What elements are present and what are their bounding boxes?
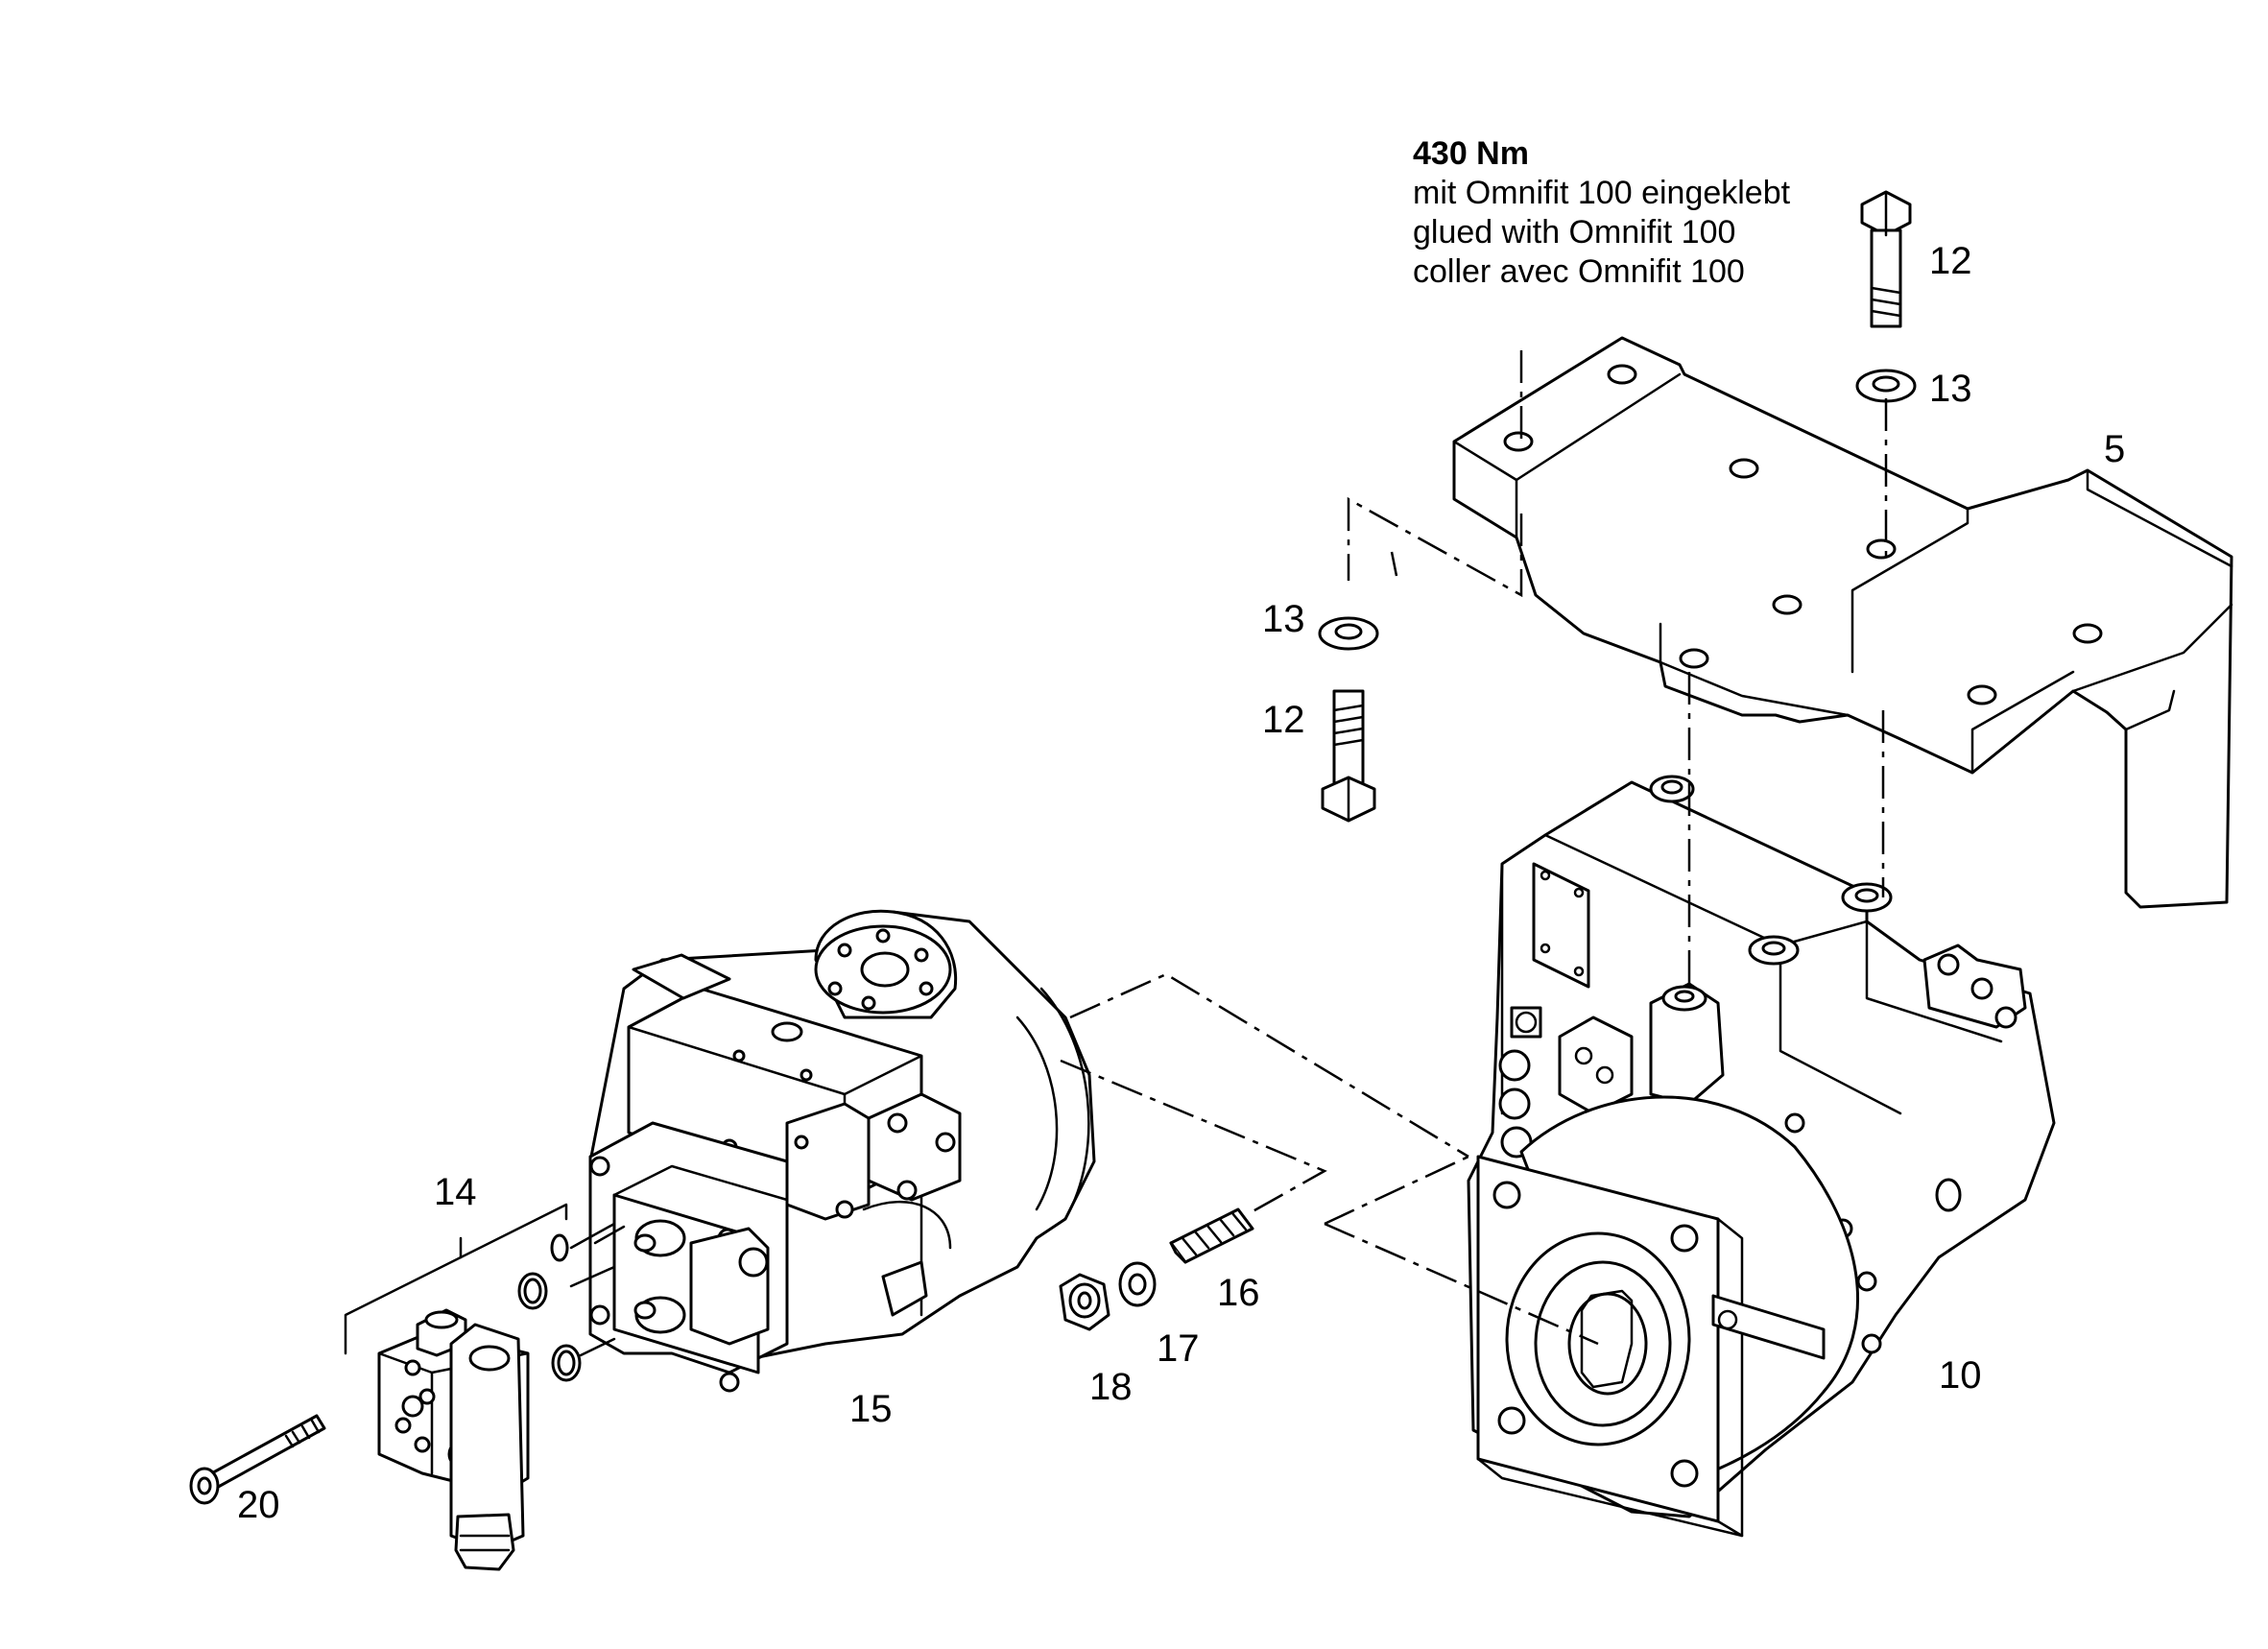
callout-20: 20	[237, 1484, 280, 1526]
seal-kit-part-14	[344, 1203, 626, 1382]
callout-15: 15	[849, 1388, 893, 1430]
callout-17: 17	[1157, 1327, 1200, 1370]
bolt-part-20	[189, 1414, 326, 1505]
callout-16: 16	[1217, 1272, 1260, 1314]
callout-14: 14	[434, 1171, 477, 1213]
mounting-bracket-part-5	[1452, 336, 2233, 909]
washer-part-17	[1118, 1261, 1157, 1307]
torque-note: 430 Nm mit Omnifit 100 eingeklebt glued …	[1413, 134, 1790, 292]
washer-part-13-top	[1855, 369, 1917, 403]
gearbox-part-10	[1467, 775, 2056, 1538]
bolt-part-12-left	[1321, 689, 1376, 823]
hydraulic-pump-part-15	[588, 909, 1096, 1393]
callout-12-top: 12	[1929, 240, 1972, 282]
assembly-guide-lines	[1060, 350, 1888, 1346]
callout-10: 10	[1939, 1354, 1982, 1397]
torque-value: 430 Nm	[1413, 135, 1529, 172]
callout-12-left: 12	[1262, 699, 1305, 741]
callout-13-top: 13	[1929, 368, 1972, 410]
nut-part-18	[1059, 1273, 1110, 1331]
bolt-part-12-top	[1860, 190, 1912, 328]
callout-13-left: 13	[1262, 598, 1305, 640]
note-french: coller avec Omnifit 100	[1413, 253, 1745, 290]
callout-5: 5	[2104, 428, 2126, 470]
callout-18: 18	[1089, 1366, 1133, 1408]
note-german: mit Omnifit 100 eingeklebt	[1413, 175, 1791, 211]
washer-part-13-left	[1318, 616, 1379, 651]
valve-block	[377, 1308, 530, 1571]
note-english: glued with Omnifit 100	[1413, 214, 1736, 251]
stud-part-16	[1169, 1207, 1254, 1264]
